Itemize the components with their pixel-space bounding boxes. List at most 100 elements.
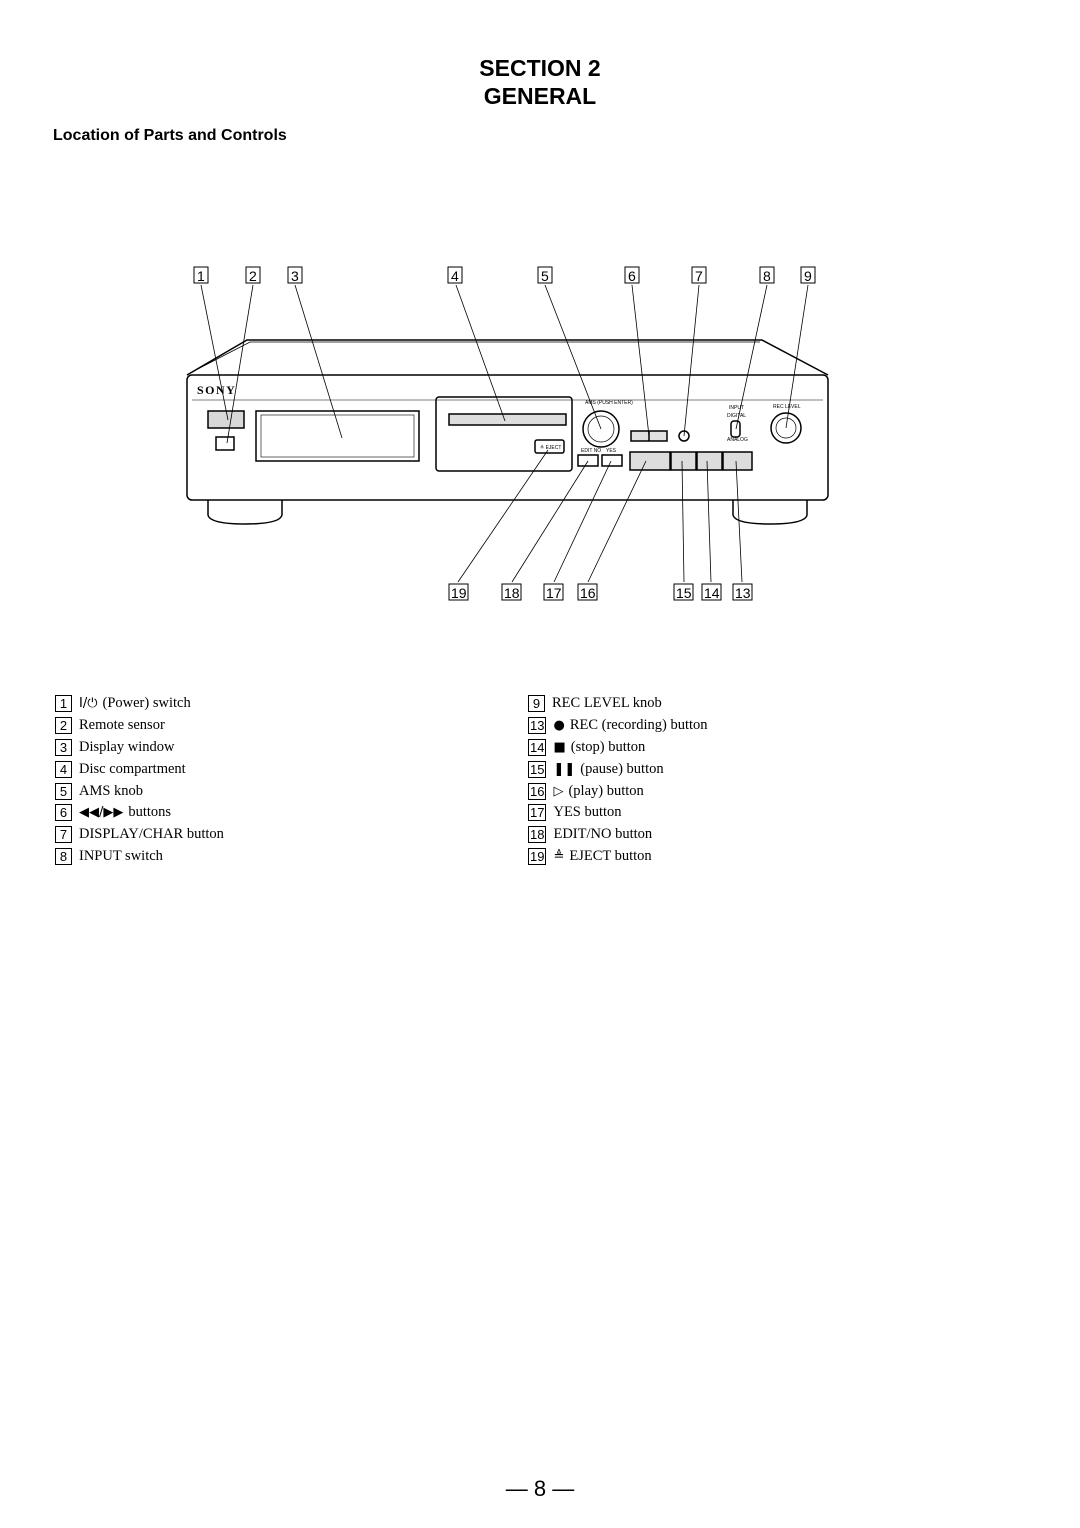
legend-item: 3 Display window: [55, 737, 224, 759]
section-title: SECTION 2: [479, 55, 601, 81]
rec-level-label: REC LEVEL: [773, 404, 801, 410]
legend-item: 18 EDIT/NO button: [528, 824, 708, 846]
yes-label: YES: [606, 448, 617, 454]
legend-item: 1 I/⏻ (Power) switch: [55, 693, 224, 715]
power-icon: I/⏻: [79, 696, 98, 712]
legend-item: 19 ≜ EJECT button: [528, 846, 708, 868]
legend-item: 13 ● REC (recording) button: [528, 715, 708, 737]
callout-8: 8: [763, 268, 771, 284]
disc-compartment: [435, 396, 573, 472]
legend-item: 7 DISPLAY/CHAR button: [55, 824, 224, 846]
callout-17: 17: [546, 585, 562, 601]
legend-number: 15: [528, 760, 547, 778]
legend-item: 17 YES button: [528, 802, 708, 824]
legend-number: 19: [528, 847, 547, 865]
device-front-panel-diagram: SONY AMS (PUSH ENTER) INPUT DIGITAL ANAL…: [186, 266, 829, 601]
callout-5: 5: [541, 268, 549, 284]
legend-text: (stop) button: [570, 738, 646, 755]
section-subtitle: GENERAL: [483, 83, 597, 109]
record-icon: ●: [553, 718, 565, 734]
legend-item: 16 ▷ (play) button: [528, 780, 708, 802]
callout-13: 13: [735, 585, 751, 601]
legend-text: YES button: [553, 804, 622, 821]
legend-item: 9 REC LEVEL knob: [528, 693, 708, 715]
eject-label: ≜ EJECT: [540, 444, 561, 451]
legend-text: (play) button: [568, 782, 644, 799]
pause-icon: ❚❚: [553, 761, 576, 777]
legend-number: 8: [55, 847, 72, 865]
legend-text: EJECT button: [569, 847, 652, 864]
legend-text: buttons: [128, 804, 172, 821]
rec-level-knob: [770, 412, 802, 444]
callout-19: 19: [451, 585, 467, 601]
page-number: — 8 —: [505, 1476, 575, 1501]
right-foot: [732, 500, 808, 525]
seek-icon: ◀◀/▶▶: [79, 805, 124, 821]
legend-item: 15 ❚❚ (pause) button: [528, 758, 708, 780]
edit-no-button: [577, 454, 599, 467]
callout-15: 15: [676, 585, 692, 601]
input-option-analog: ANALOG: [727, 437, 748, 443]
legend-item: 14 ■ (stop) button: [528, 737, 708, 759]
legend-text: INPUT switch: [79, 847, 163, 864]
callout-14: 14: [704, 585, 720, 601]
display-char-button: [678, 430, 690, 442]
callout-6: 6: [628, 268, 636, 284]
legend-text: DISPLAY/CHAR button: [79, 826, 224, 843]
play-icon: ▷: [553, 783, 564, 799]
stop-button: [696, 451, 723, 471]
callout-7: 7: [695, 268, 703, 284]
display-window: [255, 410, 420, 462]
legend-number: 18: [528, 826, 547, 844]
power-switch: [207, 410, 245, 429]
callout-1: 1: [197, 268, 205, 284]
legend-text: REC (recording) button: [569, 717, 708, 734]
legend-number: 16: [528, 782, 547, 800]
legend-right-column: 9 REC LEVEL knob 13 ● REC (recording) bu…: [528, 693, 708, 867]
yes-button: [601, 454, 623, 467]
ams-knob: [582, 410, 620, 448]
legend-number: 5: [55, 782, 72, 800]
callout-18: 18: [504, 585, 520, 601]
rec-button: [722, 451, 753, 471]
legend-item: 6 ◀◀/▶▶ buttons: [55, 802, 224, 824]
legend-number: 14: [528, 738, 547, 756]
play-button: [629, 451, 671, 471]
callout-9: 9: [804, 268, 812, 284]
legend-item: 2 Remote sensor: [55, 715, 224, 737]
pause-button: [670, 451, 697, 471]
edit-no-label: EDIT NO: [581, 448, 601, 454]
device-front-panel: [186, 374, 829, 501]
legend-text: Disc compartment: [79, 760, 186, 777]
legend-number: 9: [528, 695, 545, 713]
legend-item: 4 Disc compartment: [55, 758, 224, 780]
legend-number: 1: [55, 695, 72, 713]
left-foot: [207, 500, 283, 525]
legend-number: 7: [55, 826, 72, 844]
legend-text: (pause) button: [580, 760, 664, 777]
legend-item: 5 AMS knob: [55, 780, 224, 802]
legend-text: Remote sensor: [79, 717, 165, 734]
legend-number: 4: [55, 760, 72, 778]
legend-number: 3: [55, 738, 72, 756]
stop-icon: ■: [553, 739, 566, 755]
legend-number: 6: [55, 804, 72, 822]
eject-icon: ≜: [553, 848, 565, 864]
legend-text: REC LEVEL knob: [552, 695, 662, 712]
ams-label: AMS (PUSH ENTER): [585, 400, 633, 406]
device-top-cover: [186, 339, 829, 376]
legend-number: 2: [55, 717, 72, 735]
input-label: INPUT: [729, 405, 744, 411]
input-switch: [730, 420, 741, 438]
legend-text: EDIT/NO button: [553, 826, 653, 843]
top-callouts: 1 2 3 4 5 6 7 8 9: [193, 266, 816, 284]
callout-4: 4: [451, 268, 459, 284]
bottom-callouts: 19 18 17 16 15 14 13: [448, 583, 753, 601]
callout-2: 2: [249, 268, 257, 284]
brand-logo: SONY: [197, 383, 236, 397]
callout-16: 16: [580, 585, 596, 601]
input-option-digital: DIGITAL: [727, 413, 746, 419]
legend-left-column: 1 I/⏻ (Power) switch 2 Remote sensor 3 D…: [55, 693, 224, 867]
eject-button: [534, 439, 565, 454]
callout-3: 3: [291, 268, 299, 284]
